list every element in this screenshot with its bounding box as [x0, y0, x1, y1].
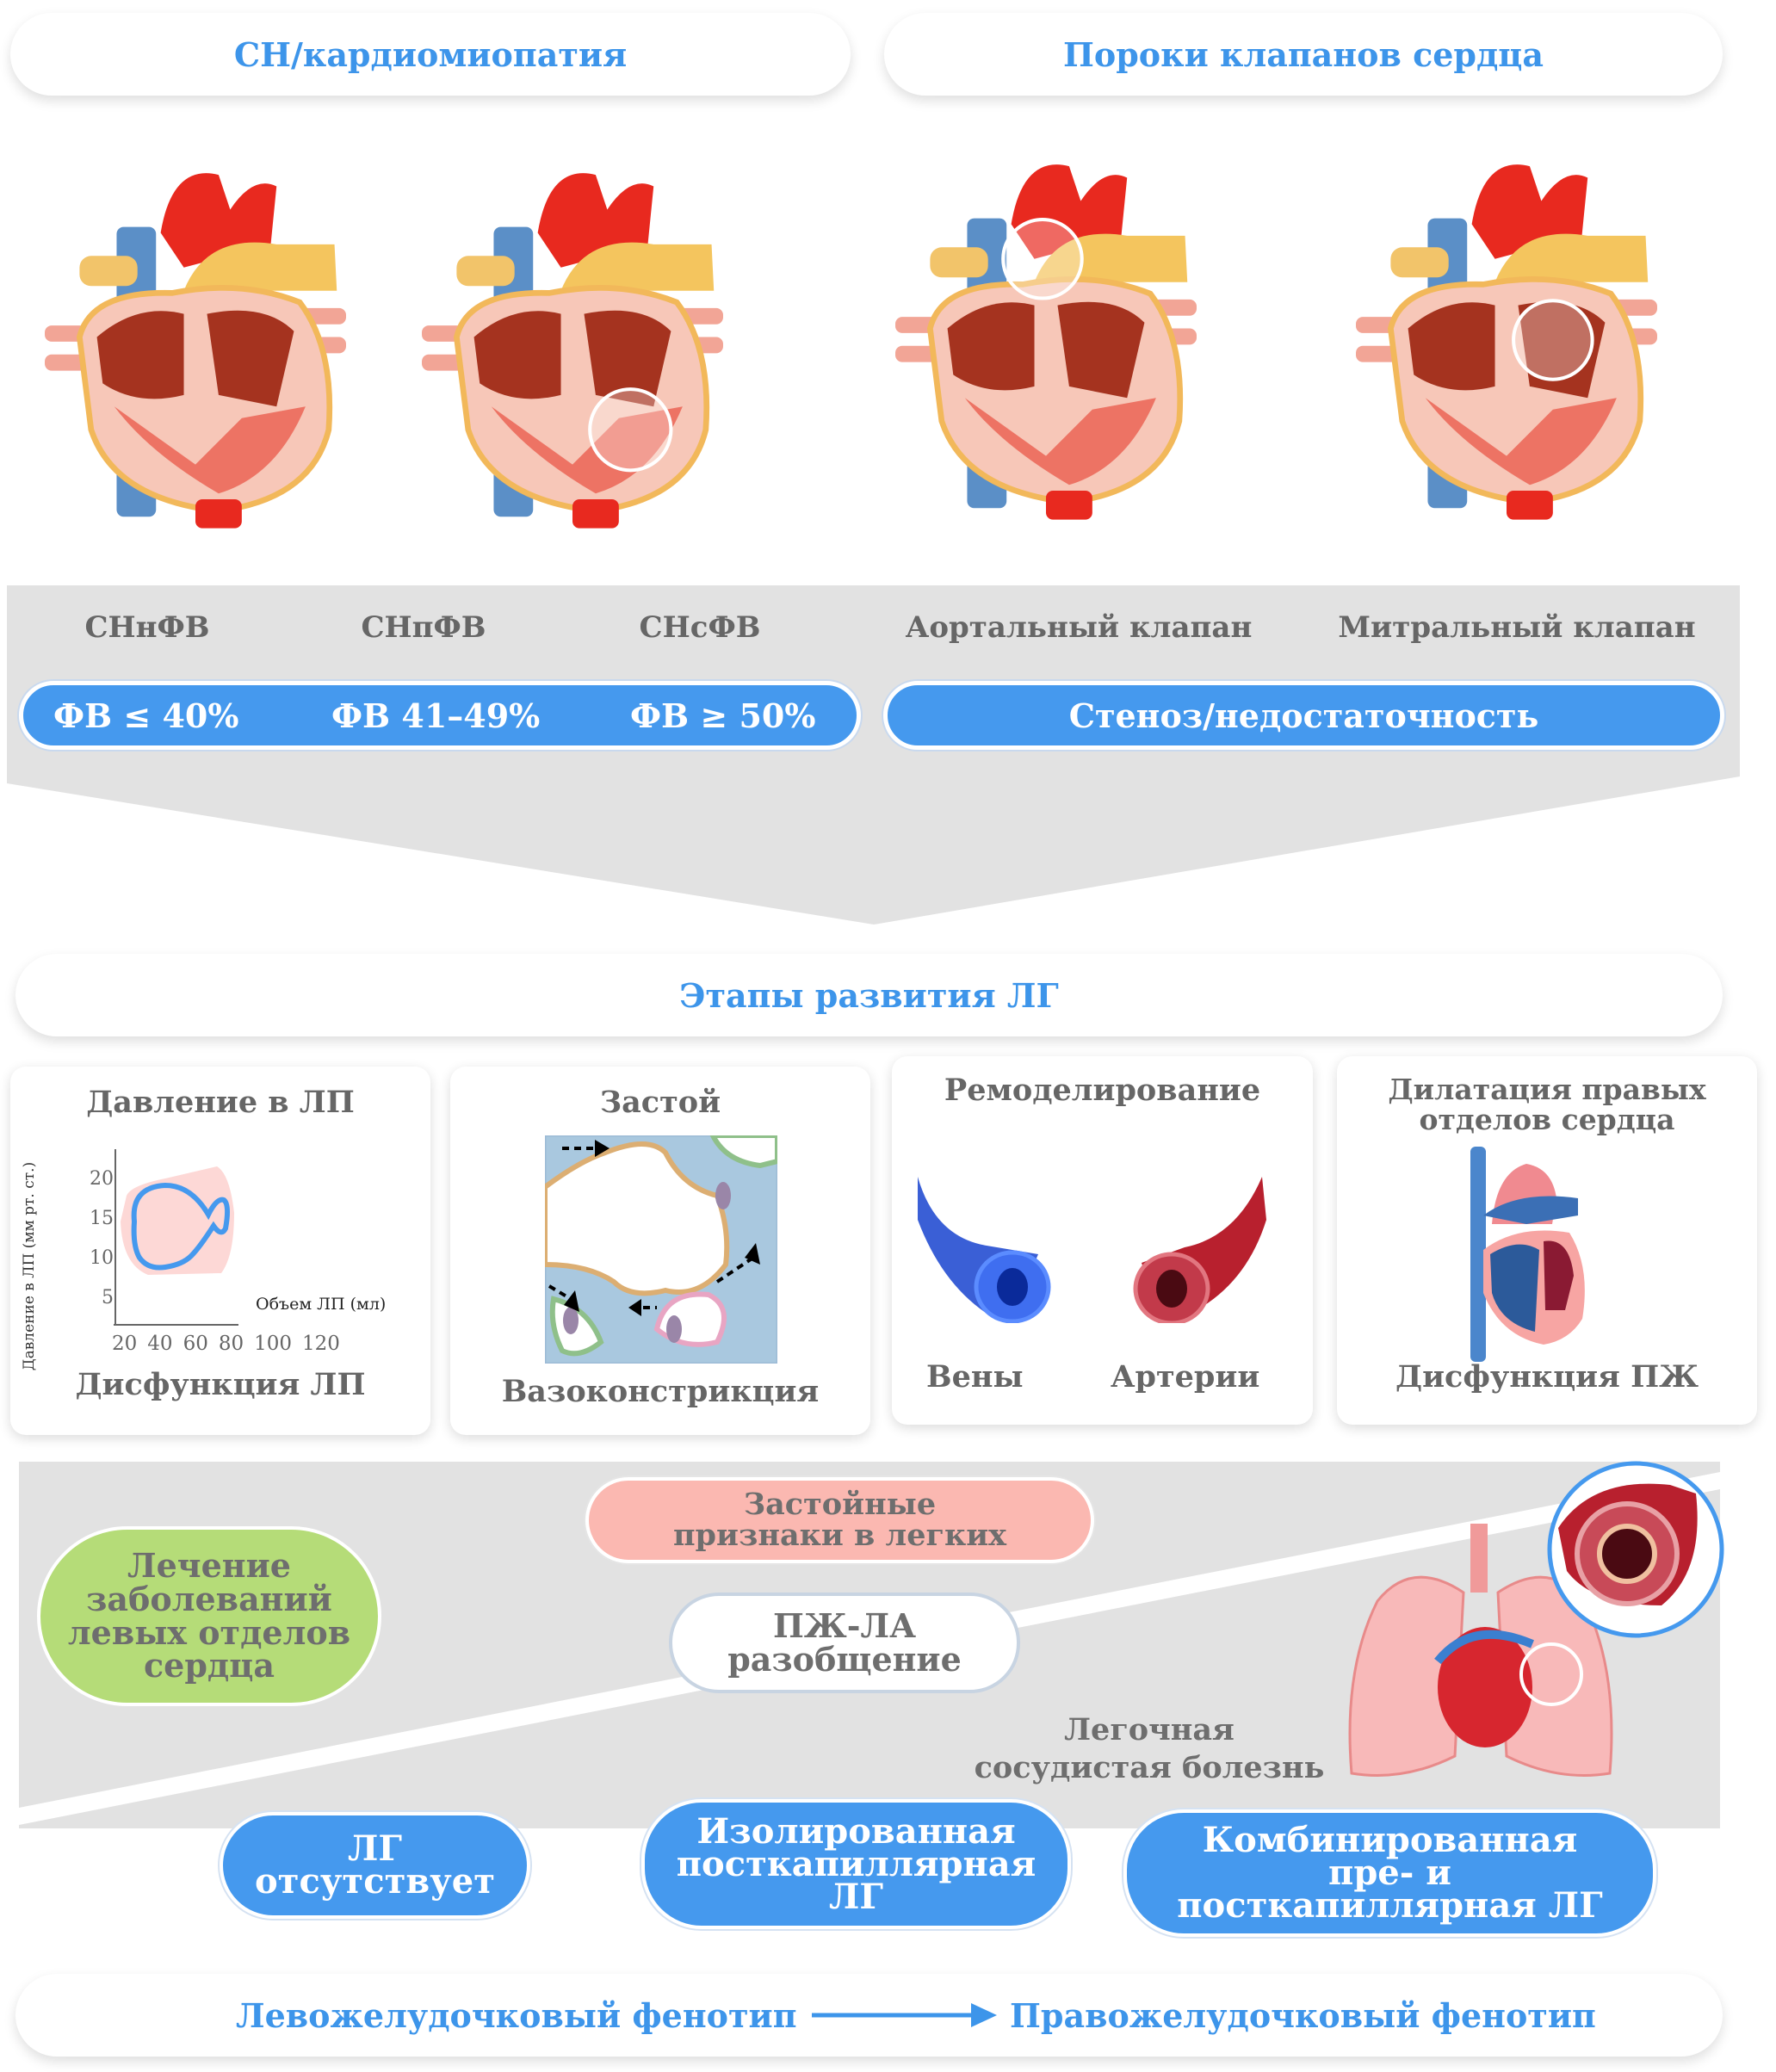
card-congestion: Застой Вазоконстрикция [450, 1067, 870, 1435]
x-axis-label: Объем ЛП (мл) [256, 1295, 387, 1314]
card-title: Ремоделирование [944, 1073, 1261, 1108]
x-tick: 100 [254, 1333, 293, 1355]
y-tick: 10 [90, 1247, 114, 1269]
ipcph-text: Изолированная посткапиллярная ЛГ [676, 1810, 1037, 1917]
card-title: Застой [599, 1085, 721, 1120]
card-title: Давление в ЛП [86, 1085, 355, 1120]
x-tick: 120 [302, 1333, 340, 1355]
veins-label: Вены [926, 1359, 1024, 1395]
x-ticks: 20 40 60 80 100 120 [112, 1333, 340, 1355]
heart-hfref-illustration [45, 146, 346, 551]
ef-mildly-reduced: ФВ 41–49% [331, 696, 541, 735]
arteries-label: Артерии [1111, 1359, 1260, 1395]
y-tick: 15 [90, 1208, 114, 1229]
vascular-disease-label: Легочная сосудистая болезнь [974, 1712, 1325, 1785]
rv-heart-illustration [1470, 1147, 1585, 1362]
rv-phenotype: Правожелудочковый фенотип [1010, 1995, 1596, 2035]
x-tick: 40 [147, 1333, 173, 1355]
ef-pill: ФВ ≤ 40% ФВ 41–49% ФВ ≥ 50% [19, 681, 861, 750]
highlight-circle [1512, 299, 1594, 381]
x-tick: 80 [218, 1333, 244, 1355]
label-hfpef: СНсФВ [639, 610, 761, 645]
vessel-zoom-icon [1547, 1461, 1724, 1638]
arrow-right-icon [812, 2003, 997, 2027]
label-mitral-valve: Митральный клапан [1338, 610, 1696, 645]
pv-loop [131, 1182, 231, 1271]
card-remodeling: Ремоделирование Вены Артерии [892, 1056, 1313, 1425]
y-axis-label: Давление в ЛП (мм рт. ст.) [21, 1161, 38, 1371]
treatment-text: Лечение заболеваний левых отделов сердца [67, 1546, 351, 1685]
y-ticks: 20 15 10 5 [81, 1160, 114, 1318]
highlight-circle [1001, 217, 1084, 300]
card-title: Дилатация правых отделов сердца [1388, 1073, 1706, 1136]
no-ph-text: ЛГ отсутствует [255, 1828, 495, 1902]
label-hfref: СНнФВ [84, 610, 210, 645]
alveoli-illustration [545, 1135, 777, 1364]
valve-disease-header: Пороки клапанов сердца [884, 13, 1723, 96]
heart-aortic-illustration [895, 138, 1197, 542]
congestion-text: Застойные признаки в легких [672, 1487, 1007, 1553]
hf-header-text: СН/кардиомиопатия [233, 34, 628, 74]
category-band [7, 585, 1740, 925]
heart-hfmref-illustration [422, 146, 723, 551]
y-tick: 20 [90, 1168, 114, 1190]
x-tick: 20 [112, 1333, 138, 1355]
vein-illustration [918, 1177, 1051, 1323]
card-footer: Дисфункция ЛП [75, 1367, 366, 1402]
y-tick: 5 [102, 1287, 114, 1308]
artery-illustration [1133, 1177, 1266, 1323]
valve-pill-text: Стеноз/недостаточность [1068, 696, 1539, 735]
valve-pill: Стеноз/недостаточность [883, 681, 1724, 750]
heart-mitral-illustration [1356, 138, 1657, 542]
ef-preserved: ФВ ≥ 50% [630, 696, 816, 735]
cpcph-badge: Комбинированная пре- и посткапиллярная Л… [1123, 1809, 1656, 1937]
highlight-circle [588, 387, 673, 473]
stages-header: Этапы развития ЛГ [15, 954, 1723, 1036]
card-footer: Дисфункция ПЖ [1395, 1359, 1699, 1395]
hf-cardiomyopathy-header: СН/кардиомиопатия [10, 13, 851, 96]
ef-reduced: ФВ ≤ 40% [53, 696, 239, 735]
treatment-badge: Лечение заболеваний левых отделов сердца [37, 1526, 381, 1706]
ipcph-badge: Изолированная посткапиллярная ЛГ [641, 1799, 1071, 1929]
uncoupling-badge: ПЖ-ЛА разобщение [669, 1593, 1020, 1693]
card-la-pressure: Давление в ЛП Давление в ЛП (мм рт. ст.)… [10, 1067, 430, 1435]
congestion-badge: Застойные признаки в легких [585, 1477, 1094, 1563]
no-ph-badge: ЛГ отсутствует [220, 1812, 530, 1919]
valve-header-text: Пороки клапанов сердца [1063, 34, 1544, 74]
cpcph-text: Комбинированная пре- и посткапиллярная Л… [1177, 1820, 1603, 1926]
pv-area [121, 1166, 234, 1275]
card-rv-dilation: Дилатация правых отделов сердца Дисфункц… [1337, 1056, 1757, 1425]
uncoupling-text: ПЖ-ЛА разобщение [727, 1605, 962, 1679]
label-aortic-valve: Аортальный клапан [905, 610, 1253, 645]
x-tick: 60 [183, 1333, 208, 1355]
lungs-illustration [1348, 1524, 1613, 1777]
stages-header-text: Этапы развития ЛГ [679, 975, 1059, 1015]
label-hfmref: СНпФВ [361, 610, 486, 645]
phenotype-bar: Левожелудочковый фенотип Правожелудочков… [15, 1974, 1723, 2057]
card-footer: Вазоконстрикция [501, 1374, 820, 1409]
pv-loop-chart [114, 1149, 238, 1326]
lv-phenotype: Левожелудочковый фенотип [236, 1995, 797, 2035]
